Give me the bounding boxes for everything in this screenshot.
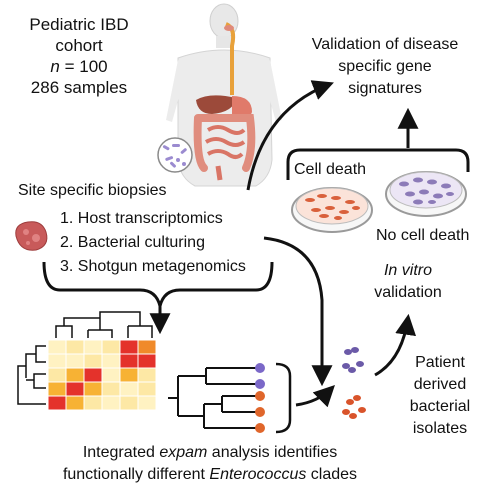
petri-dish-icon [291, 187, 373, 233]
arrow-tree-to-isolates [295, 385, 335, 408]
arrow-to-in-vitro [374, 313, 417, 377]
cohort-subtitle: cohort [55, 36, 103, 55]
validation-line-1: Validation of disease [311, 36, 459, 53]
human-body-icon [166, 3, 282, 187]
expam-label: Integrated expam analysis identifies fun… [10, 442, 410, 486]
biopsy-step-1: 1. Host transcriptomics [60, 210, 223, 227]
biopsy-step-2: 2. Bacterial culturing [60, 234, 205, 251]
isolates-line-3: bacterial [409, 398, 471, 415]
isolates-line-4: isolates [412, 420, 468, 437]
biopsies-steps: 1. Host transcriptomics 2. Bacterial cul… [60, 207, 246, 279]
bacteria-icon [342, 347, 366, 419]
validation-label: Validation of disease specific gene sign… [290, 34, 480, 100]
petri-dish-icon [385, 171, 467, 217]
phylogenetic-tree-icon [168, 362, 292, 434]
expam-line-1: Integrated expam analysis identifies [10, 442, 410, 464]
cell-death-label: Cell death [294, 161, 367, 178]
expam-line-2-post: clades [306, 466, 358, 483]
arrow-to-validation [246, 80, 334, 191]
in-vitro-label: In vitro validation [358, 260, 458, 304]
cohort-title: Pediatric IBD [29, 15, 129, 34]
in-vitro-line-2: validation [374, 284, 442, 301]
gut-microbiome-icon [157, 137, 193, 173]
cohort-label: Pediatric IBD cohort n = 100 286 samples [14, 14, 144, 98]
cohort-n: n = 100 [14, 56, 144, 77]
validation-line-2: specific gene [338, 58, 432, 75]
expam-line-2: functionally different Enterococcus clad… [10, 464, 410, 486]
plates-bracket [286, 148, 470, 180]
isolates-line-2: derived [413, 376, 467, 393]
expam-line-1-post: analysis identifies [207, 444, 338, 461]
expam-line-1-pre: Integrated [82, 444, 160, 461]
isolates-label: Patient derived bacterial isolates [390, 352, 490, 440]
expam-line-2-pre: functionally different [62, 466, 210, 483]
no-cell-death-label: No cell death [376, 227, 470, 244]
cohort-n-symbol: n [50, 57, 60, 76]
expam-term: expam [159, 444, 208, 461]
biopsy-step-3: 3. Shotgun metagenomics [60, 258, 246, 275]
validation-line-3: signatures [348, 80, 422, 97]
heatmap-icon [17, 311, 157, 411]
tissue-biopsy-icon [15, 221, 48, 251]
enterococcus-term: Enterococcus [209, 466, 307, 483]
isolates-line-1: Patient [415, 354, 465, 371]
arrow-culturing-to-isolates [263, 236, 333, 387]
in-vitro-line-1: In vitro [383, 262, 432, 279]
cohort-samples: 286 samples [30, 78, 128, 97]
cohort-n-value: = 100 [59, 57, 108, 76]
biopsies-title: Site specific biopsies [18, 182, 167, 199]
